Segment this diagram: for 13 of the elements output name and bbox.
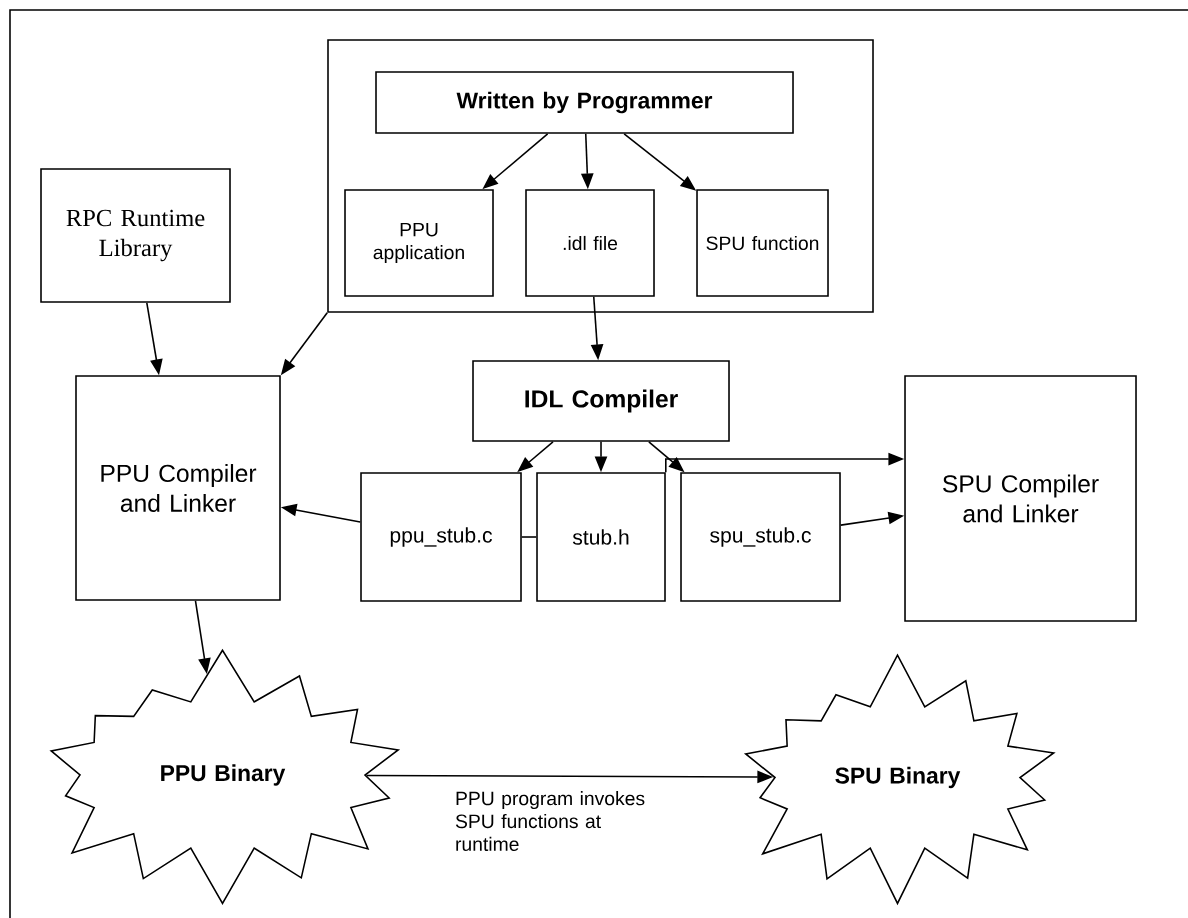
process-box: .idl file xyxy=(525,189,655,297)
process-box: SPU Compiler and Linker xyxy=(904,375,1137,622)
process-box: ppu_stub.c xyxy=(360,472,522,602)
group-box xyxy=(327,39,874,313)
process-box: spu_stub.c xyxy=(680,472,841,602)
process-box: Written by Programmer xyxy=(375,71,794,134)
edge-label: PPU program invokes SPU functions at runtime xyxy=(451,787,669,855)
process-box: stub.h xyxy=(536,472,666,602)
process-box: PPU application xyxy=(344,189,494,297)
process-box: RPC Runtime Library xyxy=(40,168,231,303)
process-box: SPU function xyxy=(696,189,829,297)
process-box: PPU Compiler and Linker xyxy=(75,375,281,601)
process-box: IDL Compiler xyxy=(472,360,730,442)
